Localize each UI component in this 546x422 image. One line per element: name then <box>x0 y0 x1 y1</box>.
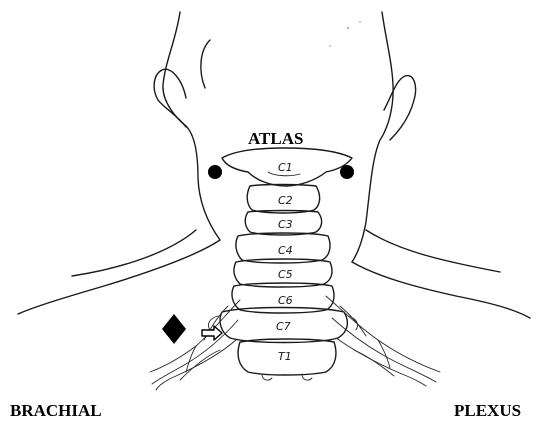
brachial-label: BRACHIAL <box>10 402 102 419</box>
vertebra-label-c1: C1 <box>278 161 293 174</box>
atlas-label: ATLAS <box>248 130 303 147</box>
left-marker-dot <box>208 165 222 179</box>
vertebra-c3: C3 <box>245 211 321 236</box>
vertebra-label-c2: C2 <box>278 194 293 207</box>
brachial-plexus-left <box>150 300 240 390</box>
atlas-vertebra: C1 <box>222 148 352 186</box>
right-marker-dot <box>340 165 354 179</box>
vertebra-label-c4: C4 <box>278 244 293 257</box>
right-ear <box>384 76 416 140</box>
diamond-marker <box>162 314 186 344</box>
paper-specks <box>329 21 360 46</box>
left-ear <box>154 69 186 127</box>
plexus-label: PLEXUS <box>454 402 521 419</box>
vertebra-t1: T1 <box>238 339 336 380</box>
vertebra-label-c6: C6 <box>278 294 293 307</box>
vertebra-label-c7: C7 <box>276 320 291 333</box>
neck-outline <box>18 12 530 318</box>
axis-vertebra: C2 <box>247 185 319 214</box>
brachial-plexus-right <box>326 296 440 386</box>
vertebra-label-c5: C5 <box>278 268 293 281</box>
vertebra-label-c3: C3 <box>278 218 293 231</box>
vertebra-label-t1: T1 <box>278 350 292 363</box>
